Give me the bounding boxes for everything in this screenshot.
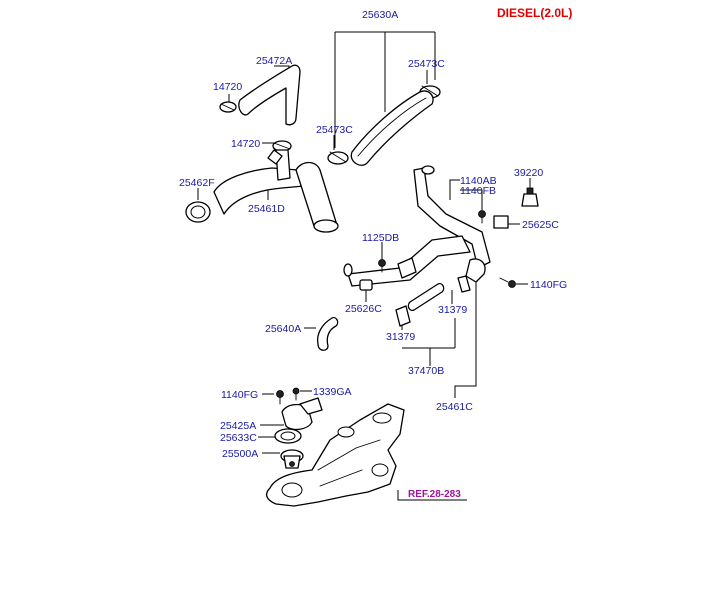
label-25640a: 25640A xyxy=(265,323,301,335)
label-1339ga: 1339GA xyxy=(313,386,352,398)
hose-31379-left xyxy=(395,305,411,327)
label-25461d: 25461D xyxy=(248,203,285,215)
label-25473c-mid: 25473C xyxy=(316,124,353,136)
clamp-25473c-mid xyxy=(327,151,349,165)
bolt-1339ga xyxy=(292,387,300,401)
label-1140ab: 1140AB xyxy=(460,175,497,187)
thermostat-25500a xyxy=(280,449,304,469)
label-14720-upper: 14720 xyxy=(213,81,242,93)
part-labels: 25630A 25472A 25473C 14720 25473C 14720 … xyxy=(179,9,567,460)
hose-25630a xyxy=(350,90,434,166)
bolt-1140fg-right xyxy=(499,277,516,288)
label-1140fg-left: 1140FG xyxy=(221,389,258,401)
clip-25626c xyxy=(359,279,373,291)
label-25473c-top: 25473C xyxy=(408,58,445,70)
label-1140fg-right: 1140FG xyxy=(530,279,567,291)
manifold-housing xyxy=(265,403,405,507)
clamp-14720-lower xyxy=(272,140,292,152)
clamp-14720-upper xyxy=(219,101,237,113)
label-25472a: 25472A xyxy=(256,55,292,67)
label-25630a: 25630A xyxy=(362,9,398,21)
clip-25625c xyxy=(493,215,509,229)
ring-25462f xyxy=(185,201,211,223)
pipe-25461d xyxy=(213,149,339,233)
bolt-1140fg-left xyxy=(276,390,284,405)
fitting-25425a xyxy=(281,397,323,431)
label-25462f: 25462F xyxy=(179,177,215,189)
label-31379-left: 31379 xyxy=(386,331,415,343)
bolt-1125db xyxy=(378,259,386,273)
reference-link[interactable]: REF.28-283 xyxy=(408,489,461,500)
label-37470b: 37470B xyxy=(408,365,444,377)
label-1140fb: 1140FB xyxy=(460,185,496,197)
label-25625c: 25625C xyxy=(522,219,559,231)
label-25633c: 25633C xyxy=(220,432,257,444)
label-25500a: 25500A xyxy=(222,448,258,460)
label-25626c: 25626C xyxy=(345,303,382,315)
hose-25640a xyxy=(316,316,339,351)
tube-37470b xyxy=(407,282,445,312)
hose-25472a xyxy=(238,64,301,126)
label-1125db: 1125DB xyxy=(362,232,399,244)
label-31379-right: 31379 xyxy=(438,304,467,316)
label-39220: 39220 xyxy=(514,167,543,179)
sensor-39220 xyxy=(521,187,539,207)
bolt-1140fb xyxy=(478,210,486,224)
diagram-title: DIESEL(2.0L) xyxy=(497,6,572,20)
gasket-25633c xyxy=(274,428,302,444)
label-25425a: 25425A xyxy=(220,420,256,432)
label-14720-lower: 14720 xyxy=(231,138,260,150)
hose-31379-right xyxy=(457,275,471,293)
label-25461c: 25461C xyxy=(436,401,473,413)
